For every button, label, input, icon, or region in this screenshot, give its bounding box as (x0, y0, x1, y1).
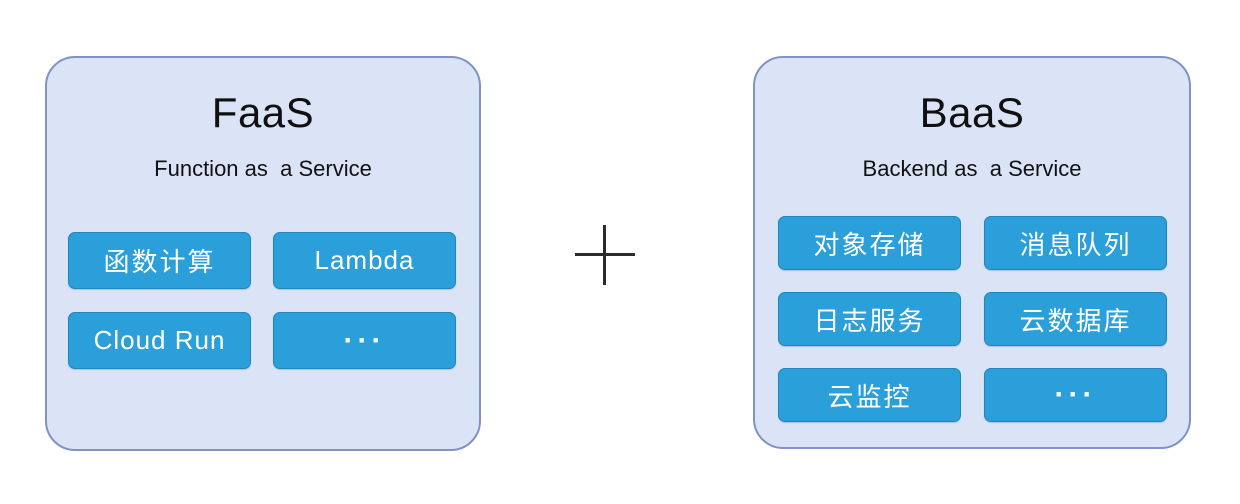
baas-tile[interactable]: 云监控 (778, 368, 961, 422)
plus-vertical-bar (603, 225, 606, 285)
baas-panel: BaaS Backend as a Service 对象存储 消息队列 日志服务… (753, 56, 1191, 449)
faas-tile-more[interactable]: ··· (273, 312, 456, 369)
faas-panel: FaaS Function as a Service 函数计算 Lambda C… (45, 56, 481, 451)
baas-tile-more[interactable]: ··· (984, 368, 1167, 422)
baas-tile[interactable]: 消息队列 (984, 216, 1167, 270)
faas-tile[interactable]: 函数计算 (68, 232, 251, 289)
faas-tile[interactable]: Lambda (273, 232, 456, 289)
baas-tile[interactable]: 云数据库 (984, 292, 1167, 346)
faas-panel-subtitle: Function as a Service (154, 156, 372, 181)
faas-panel-title: FaaS (211, 89, 315, 136)
baas-panel-title: BaaS (919, 89, 1025, 136)
faas-tile[interactable]: Cloud Run (68, 312, 251, 369)
plus-icon (575, 225, 635, 285)
baas-tile[interactable]: 日志服务 (778, 292, 961, 346)
faas-tile-grid: 函数计算 Lambda Cloud Run ··· (68, 232, 456, 369)
baas-tile-grid: 对象存储 消息队列 日志服务 云数据库 云监控 ··· (778, 216, 1167, 422)
baas-panel-subtitle: Backend as a Service (862, 156, 1082, 181)
baas-tile[interactable]: 对象存储 (778, 216, 961, 270)
